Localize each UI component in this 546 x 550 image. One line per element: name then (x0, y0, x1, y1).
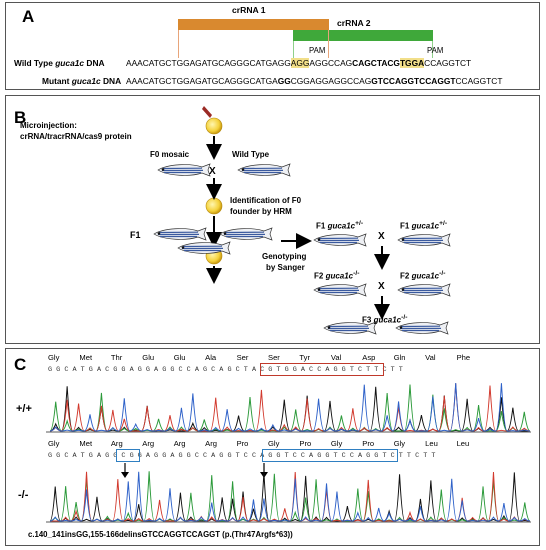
mutant-dna-sequence: AAACATGCTGGAGATGCAGGGCATGAGGCGGAGGAGGCCA… (126, 76, 503, 86)
mutant-amino-acid: Pro (299, 439, 312, 448)
wt-chromatogram (46, 383, 531, 433)
panel-b: B (5, 95, 540, 344)
mutant-dna-label: Mutant guca1c DNA (42, 76, 122, 86)
f1-heterozygous-right-label: F1 guca1c+/- (400, 220, 448, 231)
f0-mosaic-label: F0 mosaic (150, 150, 190, 159)
mutation-notation: c.140_141insGG,155-166delinsGTCCAGGTCCAG… (28, 530, 293, 539)
hrm-label-line1: Identification of F0 (230, 196, 302, 205)
mutant-amino-acid: Gly (48, 439, 60, 448)
crrna1-left-guide (178, 30, 179, 58)
mutant-genotype-label: -/- (18, 489, 29, 501)
mutant-amino-acid: Pro (236, 439, 249, 448)
mutant-amino-acid: Arg (173, 439, 186, 448)
mutant-amino-acid-row: Gly Met Arg Arg Arg Arg Pro Gly Pro Gly Pro Gly Leu L… (48, 439, 488, 451)
wt-dna-sequence: AAACATGCTGGAGATGCAGGGCATGAGGAGGAGGCCAGCA… (126, 58, 472, 68)
mutant-amino-acid: Pro (362, 439, 375, 448)
panel-c-label: C (14, 355, 27, 374)
breeding-scheme-graphics (153, 106, 451, 335)
wt-amino-acid: Ser (268, 353, 280, 362)
f3-knockout-label: F3 guca1c-/- (362, 314, 408, 325)
microinjection-reagents: crRNA/tracrRNA/cas9 protein (20, 132, 132, 141)
panel-a-label: A (22, 7, 35, 26)
mutant-nucleotide-row: G G C A T G A G G C G G A G G A G G C C … (48, 452, 436, 460)
wt-amino-acid: Val (330, 353, 342, 362)
crrna1-right-guide (328, 30, 329, 58)
cross-symbol-2: X (378, 231, 385, 242)
mutant-chromatogram (46, 471, 531, 523)
crrna1-bar (178, 19, 329, 30)
f1-label: F1 (130, 230, 141, 240)
crrna2-label: crRNA 2 (337, 18, 371, 28)
cross-symbol-1: X (209, 166, 216, 177)
panel-b-label: B (14, 108, 27, 127)
genotyping-label-line1: Genotyping (262, 252, 307, 261)
trace-mut-channel (49, 471, 531, 522)
panel-a: A crRNA 1 crRNA 2 PAM PAM Wild Type guca… (5, 2, 540, 90)
trace-mut-channel (49, 471, 531, 522)
mutant-amino-acid: Leu (456, 439, 470, 448)
pam2-label: PAM (427, 46, 444, 55)
pam1-label: PAM (309, 46, 326, 55)
wt-amino-acid: Tyr (299, 353, 310, 362)
egg-icon-1 (205, 117, 223, 135)
crrna2-bar (293, 30, 433, 41)
wt-genotype-label: +/+ (16, 403, 32, 415)
wt-amino-acid: Thr (110, 353, 123, 362)
wt-edited-region-box (260, 363, 384, 376)
mutant-amino-acid: Leu (425, 439, 438, 448)
f1-heterozygous-left-label: F1 guca1c+/- (316, 220, 364, 231)
microinjection-title: Microinjection: (20, 121, 77, 130)
wt-amino-acid: Ala (205, 353, 217, 362)
wt-amino-acid: Phe (456, 353, 471, 362)
wild-type-label: Wild Type (232, 150, 270, 159)
trace-wt-channel (49, 383, 531, 432)
wt-amino-acid: Ser (236, 353, 249, 362)
f2-knockout-left-label: F2 guca1c-/- (314, 270, 360, 281)
injection-needle-icon (202, 106, 212, 118)
crrna2-right-guide (432, 41, 433, 58)
wt-nucleotide-row: G G C A T G A C G G A G G A G G C C A G … (48, 366, 403, 374)
trace-mut-channel (49, 471, 531, 522)
hrm-label-line2: founder by HRM (230, 207, 292, 216)
wt-amino-acid: Gln (393, 353, 406, 362)
mutant-amino-acid: Met (79, 439, 93, 448)
crrna1-label: crRNA 1 (232, 5, 266, 15)
genotyping-label-line2: by Sanger (266, 263, 305, 272)
f2-knockout-right-label: F2 guca1c-/- (400, 270, 446, 281)
wt-amino-acid: Met (79, 353, 93, 362)
wt-amino-acid: Gly (48, 353, 60, 362)
crrna2-left-guide (293, 41, 294, 58)
wt-amino-acid: Glu (173, 353, 186, 362)
cross-symbol-3: X (378, 281, 385, 292)
wt-amino-acid: Val (425, 353, 436, 362)
mutant-amino-acid: Gly (393, 439, 406, 448)
wt-amino-acid-row: Gly Met Thr Glu Glu Ala Ser Ser Tyr Val Asp Gln Val P… (48, 353, 488, 365)
wt-amino-acid: Glu (142, 353, 155, 362)
mutant-amino-acid: Arg (205, 439, 217, 448)
mutant-insertion-box (116, 449, 140, 462)
egg-icon-2 (205, 197, 223, 215)
mutant-delins-box (262, 449, 398, 462)
wt-amino-acid: Asp (362, 353, 376, 362)
mutant-amino-acid: Gly (330, 439, 343, 448)
trace-mut-channel (49, 472, 531, 522)
wt-dna-label: Wild Type guca1c DNA (14, 58, 105, 68)
mutant-amino-acid: Arg (110, 439, 123, 448)
mutant-amino-acid: Arg (142, 439, 155, 448)
mutant-amino-acid: Gly (268, 439, 280, 448)
